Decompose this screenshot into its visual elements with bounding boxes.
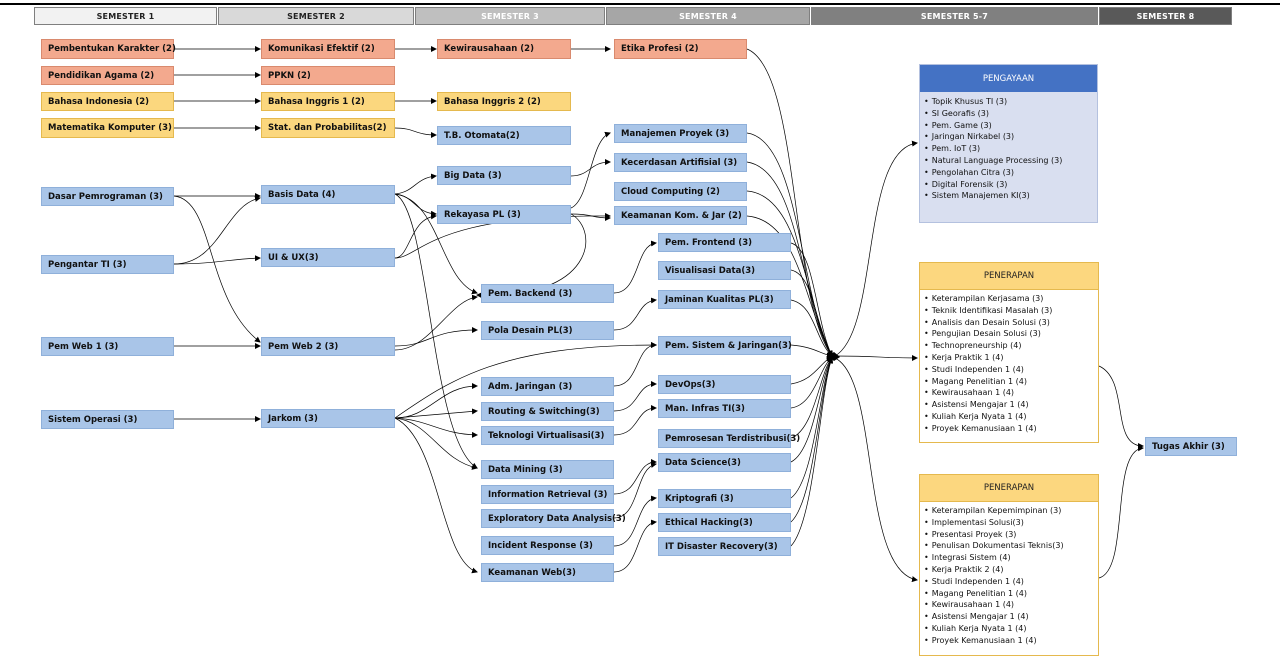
course-pemrosesan-terdistribusi[interactable]: Pemrosesan Terdistribusi(3) <box>658 429 800 448</box>
penerapan-1-list: Keterampilan Kerjasama (3)Teknik Identif… <box>920 290 1098 435</box>
course-manajemen-proyek[interactable]: Manajemen Proyek (3) <box>614 124 747 143</box>
course-cloud-computing[interactable]: Cloud Computing (2) <box>614 182 747 201</box>
penerapan1-item: Kewirausahaan 1 (4) <box>924 387 1098 399</box>
penerapan2-item: Magang Penelitian 1 (4) <box>924 588 1098 600</box>
course-data-mining[interactable]: Data Mining (3) <box>481 460 614 479</box>
penerapan1-item: Kuliah Kerja Nyata 1 (4) <box>924 411 1098 423</box>
pengayaan-item: Topik Khusus TI (3) <box>924 96 1097 108</box>
penerapan1-item: Analisis dan Desain Solusi (3) <box>924 317 1098 329</box>
semester-4-header: SEMESTER 4 <box>606 7 810 25</box>
course-pembentukan-karakter[interactable]: Pembentukan Karakter (2) <box>41 39 176 59</box>
penerapan1-item: Technopreneurship (4) <box>924 340 1098 352</box>
course-big-data[interactable]: Big Data (3) <box>437 166 571 185</box>
semester-2-header: SEMESTER 2 <box>218 7 414 25</box>
course-kewirausahaan[interactable]: Kewirausahaan (2) <box>437 39 571 59</box>
penerapan-2-title: PENERAPAN <box>920 475 1098 502</box>
pengayaan-item: Sistem Manajemen KI(3) <box>924 190 1097 202</box>
penerapan2-item: Asistensi Mengajar 1 (4) <box>924 611 1098 623</box>
penerapan-box-1: PENERAPAN Keterampilan Kerjasama (3)Tekn… <box>919 262 1099 443</box>
penerapan1-item: Magang Penelitian 1 (4) <box>924 376 1098 388</box>
penerapan2-item: Kewirausahaan 1 (4) <box>924 599 1098 611</box>
course-bahasa-inggris-1[interactable]: Bahasa Inggris 1 (2) <box>261 92 395 111</box>
course-keamanan-kom-jar[interactable]: Keamanan Kom. & Jar (2) <box>614 206 747 225</box>
top-rule <box>0 3 1280 5</box>
semester-3-header: SEMESTER 3 <box>415 7 605 25</box>
course-bahasa-indonesia[interactable]: Bahasa Indonesia (2) <box>41 92 174 111</box>
course-pem-web-2[interactable]: Pem Web 2 (3) <box>261 337 395 356</box>
pengayaan-item: Jaringan Nirkabel (3) <box>924 131 1097 143</box>
course-pendidikan-agama[interactable]: Pendidikan Agama (2) <box>41 66 174 85</box>
course-it-disaster-recovery[interactable]: IT Disaster Recovery(3) <box>658 537 791 556</box>
course-pem-sistem-jaringan[interactable]: Pem. Sistem & Jaringan(3) <box>658 336 792 355</box>
course-dasar-pemrograman[interactable]: Dasar Pemrograman (3) <box>41 187 174 206</box>
hub-connector <box>828 352 840 361</box>
pengayaan-item: Natural Language Processing (3) <box>924 155 1097 167</box>
penerapan2-item: Keterampilan Kepemimpinan (3) <box>924 505 1098 517</box>
course-man-infras-ti[interactable]: Man. Infras TI(3) <box>658 399 791 418</box>
course-exploratory-data-analysis[interactable]: Exploratory Data Analysis(3) <box>481 509 626 528</box>
course-jarkom[interactable]: Jarkom (3) <box>261 409 395 428</box>
penerapan-2-list: Keterampilan Kepemimpinan (3)Implementas… <box>920 502 1098 647</box>
pengayaan-item: SI Georafis (3) <box>924 108 1097 120</box>
course-tugas-akhir[interactable]: Tugas Akhir (3) <box>1145 437 1237 456</box>
semester-5-7-header: SEMESTER 5-7 <box>811 7 1098 25</box>
course-visualisasi-data[interactable]: Visualisasi Data(3) <box>658 261 791 280</box>
penerapan2-item: Studi Independen 1 (4) <box>924 576 1098 588</box>
course-kecerdasan-artifisial[interactable]: Kecerdasan Artifisial (3) <box>614 153 747 172</box>
pengayaan-item: Pem. IoT (3) <box>924 143 1097 155</box>
penerapan1-item: Pengujian Desain Solusi (3) <box>924 328 1098 340</box>
course-routing-switching[interactable]: Routing & Switching(3) <box>481 402 614 421</box>
penerapan2-item: Kerja Praktik 2 (4) <box>924 564 1098 576</box>
penerapan-1-title: PENERAPAN <box>920 263 1098 290</box>
course-ui-ux[interactable]: UI & UX(3) <box>261 248 395 267</box>
course-bahasa-inggris-2[interactable]: Bahasa Inggris 2 (2) <box>437 92 571 111</box>
penerapan1-item: Keterampilan Kerjasama (3) <box>924 293 1098 305</box>
pengayaan-list: Topik Khusus TI (3)SI Georafis (3)Pem. G… <box>920 92 1097 202</box>
semester-1-header: SEMESTER 1 <box>34 7 217 25</box>
course-adm-jaringan[interactable]: Adm. Jaringan (3) <box>481 377 614 396</box>
course-komunikasi-efektif[interactable]: Komunikasi Efektif (2) <box>261 39 395 59</box>
course-pem-backend[interactable]: Pem. Backend (3) <box>481 284 614 303</box>
course-pengantar-ti[interactable]: Pengantar TI (3) <box>41 255 174 274</box>
penerapan-box-2: PENERAPAN Keterampilan Kepemimpinan (3)I… <box>919 474 1099 656</box>
penerapan1-item: Kerja Praktik 1 (4) <box>924 352 1098 364</box>
semester-8-header: SEMESTER 8 <box>1099 7 1232 25</box>
pengayaan-item: Digital Forensik (3) <box>924 179 1097 191</box>
pengayaan-box: PENGAYAAN Topik Khusus TI (3)SI Georafis… <box>919 64 1098 223</box>
penerapan2-item: Implementasi Solusi(3) <box>924 517 1098 529</box>
pengayaan-title: PENGAYAAN <box>920 65 1097 92</box>
penerapan2-item: Proyek Kemanusiaan 1 (4) <box>924 635 1098 647</box>
course-stat-probabilitas[interactable]: Stat. dan Probabilitas(2) <box>261 118 395 138</box>
course-basis-data[interactable]: Basis Data (4) <box>261 185 395 204</box>
course-jaminan-kualitas-pl[interactable]: Jaminan Kualitas PL(3) <box>658 290 791 309</box>
penerapan2-item: Presentasi Proyek (3) <box>924 529 1098 541</box>
penerapan1-item: Proyek Kemanusiaan 1 (4) <box>924 423 1098 435</box>
course-kriptografi[interactable]: Kriptografi (3) <box>658 489 791 508</box>
course-pem-frontend[interactable]: Pem. Frontend (3) <box>658 233 791 252</box>
course-rekayasa-pl[interactable]: Rekayasa PL (3) <box>437 205 571 224</box>
pengayaan-item: Pengolahan Citra (3) <box>924 167 1097 179</box>
penerapan2-item: Integrasi Sistem (4) <box>924 552 1098 564</box>
penerapan2-item: Kuliah Kerja Nyata 1 (4) <box>924 623 1098 635</box>
penerapan1-item: Asistensi Mengajar 1 (4) <box>924 399 1098 411</box>
course-devops[interactable]: DevOps(3) <box>658 375 791 394</box>
course-ppkn[interactable]: PPKN (2) <box>261 66 395 85</box>
course-keamanan-web[interactable]: Keamanan Web(3) <box>481 563 614 582</box>
course-incident-response[interactable]: Incident Response (3) <box>481 536 614 555</box>
course-ethical-hacking[interactable]: Ethical Hacking(3) <box>658 513 791 532</box>
course-matematika-komputer[interactable]: Matematika Komputer (3) <box>41 118 174 138</box>
penerapan1-item: Teknik Identifikasi Masalah (3) <box>924 305 1098 317</box>
course-data-science[interactable]: Data Science(3) <box>658 453 791 472</box>
course-teknologi-virtualisasi[interactable]: Teknologi Virtualisasi(3) <box>481 426 614 445</box>
course-etika-profesi[interactable]: Etika Profesi (2) <box>614 39 747 59</box>
course-pem-web-1[interactable]: Pem Web 1 (3) <box>41 337 174 356</box>
penerapan1-item: Studi Independen 1 (4) <box>924 364 1098 376</box>
course-pola-desain-pl[interactable]: Pola Desain PL(3) <box>481 321 614 340</box>
course-tb-otomata[interactable]: T.B. Otomata(2) <box>437 126 571 145</box>
penerapan2-item: Penulisan Dokumentasi Teknis(3) <box>924 540 1098 552</box>
pengayaan-item: Pem. Game (3) <box>924 120 1097 132</box>
course-information-retrieval[interactable]: Information Retrieval (3) <box>481 485 614 504</box>
course-sistem-operasi[interactable]: Sistem Operasi (3) <box>41 410 174 429</box>
